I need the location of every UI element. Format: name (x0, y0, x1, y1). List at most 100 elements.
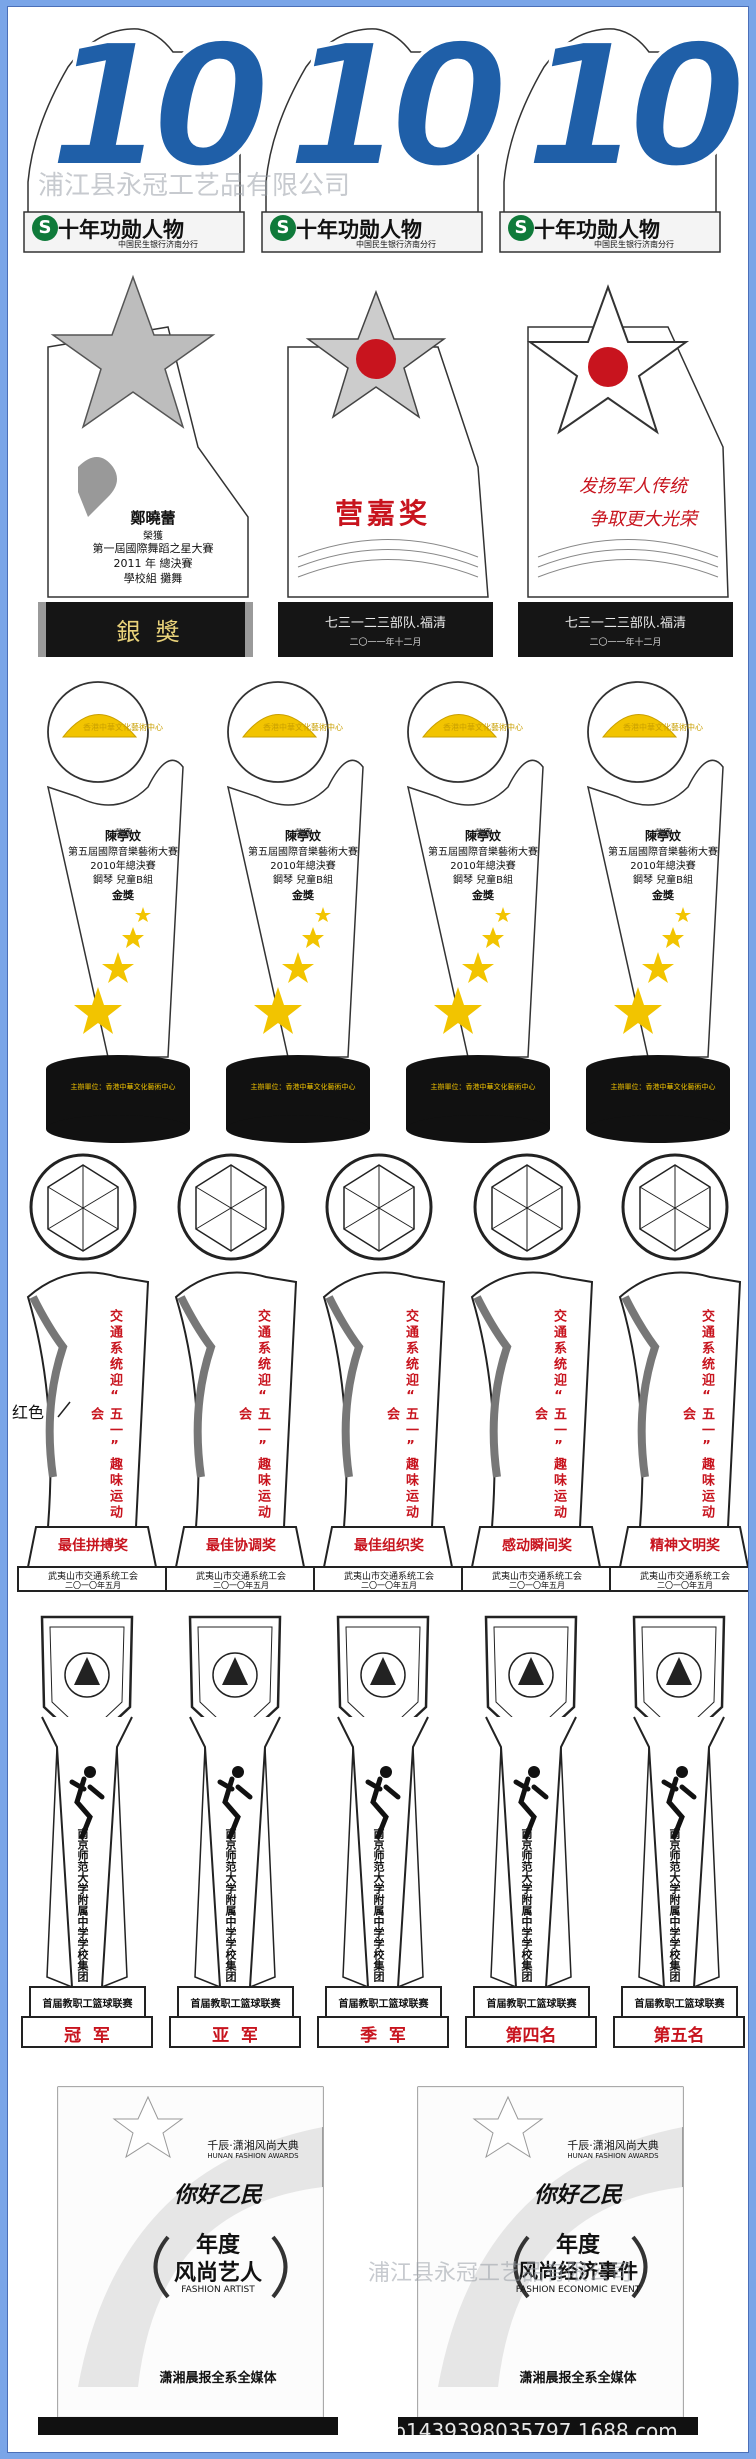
watermark-company: 浦江县永冠工艺品有限公司 (38, 171, 351, 201)
color-annotation: 红色 (12, 1403, 45, 1422)
watermark-company-2: 浦江县永冠工艺品有限公司 (368, 2261, 633, 2286)
dancer-year: 2011 年 總決賽 (113, 557, 193, 570)
rank-label-3: 季 军 (360, 2026, 406, 2046)
school-vertical-text-5: 南京师范大学附属中学学校集团 (668, 1828, 681, 1982)
league-name-3: 首届教职工篮球联赛 (338, 1999, 429, 2010)
dancer-name: 鄭曉蕾 (130, 509, 176, 527)
banner-title-2: 十年功勋人物 (296, 218, 422, 242)
fashion-top-2: 千辰·潇湘风尚大典 (567, 2139, 659, 2152)
contest-prize-1: 金獎 (112, 889, 134, 902)
award-name-4: 感动瞬间奖 (502, 1538, 572, 1554)
dancer-honor: 榮獲 (143, 531, 163, 542)
contest-name-1: 第五屆國際音樂藝術大賽 (68, 847, 178, 858)
contest-group-1: 鋼琴 兒童B組 (92, 875, 154, 886)
contest-group-2: 鋼琴 兒童B組 (272, 875, 334, 886)
contest-year-4: 2010年總決賽 (630, 861, 696, 872)
row-crystal-ball-trophies: 红色 交通系统迎“五一”趣味运动会最佳拼搏奖武夷山市交通系统工会二〇一〇年五月交… (8, 1147, 749, 1597)
fashion-footer-2: 潇湘晨报全系全媒体 (519, 2371, 637, 2386)
award-date-3: 二〇一〇年五月 (361, 1581, 417, 1590)
ten-number-2: 10 (284, 8, 511, 206)
event-vertical-text-5: 交通系统迎“五一”趣味运动会 (680, 1309, 714, 1521)
award-org-2: 武夷山市交通系统工会 (195, 1572, 286, 1582)
ten-number-3: 10 (522, 8, 748, 206)
event-vertical-text-1: 交通系统迎“五一”趣味运动会 (88, 1309, 122, 1521)
league-name-5: 首届教职工篮球联赛 (634, 1999, 725, 2010)
contest-prize-3: 金獎 (472, 889, 494, 902)
contest-prize-4: 金獎 (652, 889, 674, 902)
fashion-title2-1: 风尚艺人 (173, 2260, 262, 2286)
winner-name-4: 陳亭妏 (644, 829, 681, 843)
school-vertical-text-1: 南京师范大学附属中学学校集团 (76, 1828, 89, 1982)
league-name-1: 首届教职工篮球联赛 (42, 1999, 133, 2010)
watermark-url: shop1439398035797.1688.com (358, 2419, 678, 2443)
minsheng-logo-icon-3: S (508, 215, 534, 241)
dancer-contest: 第一屆國際舞蹈之星大賽 (92, 542, 214, 555)
fashion-en-1: FASHION ARTIST (181, 2285, 255, 2295)
contest-group-3: 鋼琴 兒童B組 (452, 875, 514, 886)
rank-label-5: 第五名 (653, 2026, 705, 2046)
slogan-line-2: 争取更大光荣 (589, 509, 697, 530)
banner-sub-3: 中国民生银行济南分行 (594, 240, 674, 249)
organizer-text-3: 主辦單位：香港中華文化藝術中心 (430, 1083, 536, 1091)
fashion-brand-2: 你好乙民 (533, 2183, 622, 2208)
banner-sub-2: 中国民生银行济南分行 (356, 240, 436, 249)
fashion-title1-1: 年度 (195, 2232, 240, 2258)
row-star-trophies: 鄭曉蕾 榮獲 第一屆國際舞蹈之星大賽 2011 年 總決賽 學校組 攤舞 銀 獎… (8, 267, 748, 677)
organizer-text-4: 主辦單位：香港中華文化藝術中心 (610, 1083, 716, 1091)
silver-award-label: 銀 獎 (116, 618, 180, 646)
fashion-top-en-1: HUNAN FASHION AWARDS (207, 2152, 299, 2160)
rank-label-4: 第四名 (505, 2026, 557, 2046)
award-org-4: 武夷山市交通系统工会 (491, 1572, 582, 1582)
fashion-en-2: FASHION ECONOMIC EVENT (515, 2285, 641, 2295)
award-org-1: 武夷山市交通系统工会 (47, 1572, 138, 1582)
contest-name-3: 第五屆國際音樂藝術大賽 (428, 847, 538, 858)
unit-name-3: 七三一二三部队.福清 (564, 616, 687, 631)
fan-trophies-svg (45, 681, 731, 1144)
award-date-2: 二〇一〇年五月 (213, 1581, 269, 1590)
contest-group-4: 鋼琴 兒童B組 (632, 875, 694, 886)
rank-label-2: 亚 军 (212, 2026, 258, 2046)
award-name-3: 最佳组织奖 (354, 1538, 424, 1554)
contest-year-1: 2010年總決賽 (90, 861, 156, 872)
contest-year-2: 2010年總決賽 (270, 861, 336, 872)
ten-plaques-svg (23, 28, 721, 253)
fashion-title2-2: 风尚经济事件 (518, 2259, 638, 2283)
league-name-2: 首届教职工篮球联赛 (190, 1999, 281, 2010)
award-name-1: 最佳拼搏奖 (58, 1538, 128, 1554)
unit-date-3: 二〇一一年十二月 (589, 638, 662, 648)
row-ten-year-plaques: 10 10 10 浦江县永冠工艺品有限公司 S 十年功勋人物 中国民生银行济南分… (8, 7, 748, 257)
award-name-2: 最佳协调奖 (206, 1538, 276, 1554)
banner-sub-1: 中国民生银行济南分行 (118, 240, 198, 249)
event-vertical-text-4: 交通系统迎“五一”趣味运动会 (532, 1309, 566, 1521)
row-basketball-trophies: 南京师范大学附属中学学校集团首届教职工篮球联赛冠 军南京师范大学附属中学学校集团… (8, 1597, 749, 2057)
organizer-text-1: 主辦單位：香港中華文化藝術中心 (70, 1083, 176, 1091)
fashion-top-en-2: HUNAN FASHION AWARDS (567, 2152, 659, 2160)
winner-name-3: 陳亭妏 (464, 829, 501, 843)
slogan-line-1: 发扬军人传统 (579, 476, 687, 497)
winner-honor-1: 榮獲 (115, 828, 131, 837)
school-vertical-text-3: 南京师范大学附属中学学校集团 (372, 1828, 385, 1982)
award-org-5: 武夷山市交通系统工会 (639, 1572, 730, 1582)
fashion-footer-1: 潇湘晨报全系全媒体 (159, 2371, 277, 2386)
unit-date-2: 二〇一一年十二月 (349, 638, 422, 648)
event-vertical-text-3: 交通系统迎“五一”趣味运动会 (384, 1309, 418, 1521)
event-vertical-text-2: 交通系统迎“五一”趣味运动会 (236, 1309, 270, 1521)
winner-name-2: 陳亭妏 (284, 829, 321, 843)
minsheng-logo-icon-2: S (270, 215, 296, 241)
fan-label-3: 香港中華文化藝術中心 (443, 723, 523, 732)
winner-honor-4: 榮獲 (655, 828, 671, 837)
winner-honor-2: 榮獲 (295, 828, 311, 837)
fan-label-2: 香港中華文化藝術中心 (263, 723, 343, 732)
fan-label-4: 香港中華文化藝術中心 (623, 723, 703, 732)
fashion-plaques-svg (38, 2086, 698, 2435)
crystal-trophies-svg (8, 1147, 749, 1597)
fan-label-1: 香港中華文化藝術中心 (83, 723, 163, 732)
unit-name-2: 七三一二三部队.福清 (324, 616, 447, 631)
catalog-canvas: 10 10 10 浦江县永冠工艺品有限公司 S 十年功勋人物 中国民生银行济南分… (7, 6, 749, 2453)
minsheng-logo-icon-1: S (32, 215, 58, 241)
contest-name-2: 第五屆國際音樂藝術大賽 (248, 847, 358, 858)
league-name-4: 首届教职工篮球联赛 (486, 1999, 577, 2010)
award-date-4: 二〇一〇年五月 (509, 1581, 565, 1590)
winner-name-1: 陳亭妏 (104, 829, 141, 843)
